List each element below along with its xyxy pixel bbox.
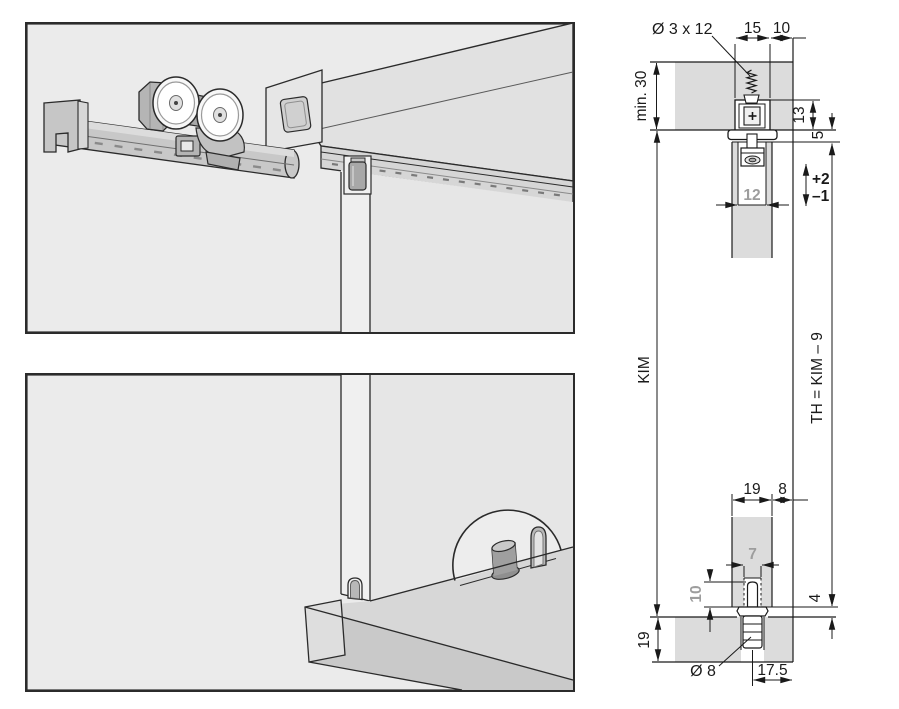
dim-offset-10: 10	[773, 20, 791, 37]
floor-section	[675, 617, 741, 662]
illustration-top-assembly	[25, 22, 575, 334]
top-assembly-drawing	[25, 22, 575, 334]
dim-door-groove-12: 12	[743, 187, 760, 204]
floor-front-face	[305, 607, 573, 690]
dim-min-panel-thickness: min. 30	[633, 70, 650, 121]
dim-inner-height-kim: KIM	[636, 356, 653, 384]
floor-top-surface	[305, 547, 573, 680]
dimension-drawing: Ø 3 x 12 15 10 min. 30 13 5 12 +2 –1 KIM…	[633, 20, 840, 686]
dim-track-inset-13: 13	[791, 106, 808, 123]
recessed-plate	[279, 96, 312, 133]
top-panel-section	[675, 62, 793, 130]
illustration-bottom-guide	[25, 373, 575, 692]
dim-bottom-groove-7: 7	[748, 546, 757, 563]
floor-guide-pin	[491, 539, 520, 580]
dim-pin-engagement-10: 10	[688, 585, 705, 602]
dim-door-height-formula: TH = KIM – 9	[809, 332, 826, 424]
roller-wheel-rear	[196, 88, 244, 142]
dim-offset-8: 8	[778, 481, 787, 498]
dim-door-thickness-19: 19	[743, 481, 760, 498]
carriage-hanger-section	[740, 133, 765, 167]
screw-leader-line	[711, 35, 751, 77]
guide-pin-section	[736, 581, 769, 649]
bottom-guide-drawing	[25, 373, 575, 692]
door-face	[370, 174, 573, 332]
dim-adjust-plus: +2	[812, 171, 830, 188]
dim-groove-width-15: 15	[744, 20, 761, 37]
pin-leader-line	[718, 636, 752, 667]
dim-pin-offset-17-5: 17.5	[757, 662, 787, 679]
roller-wheel-front	[152, 76, 200, 130]
door-edge-groove	[347, 577, 363, 601]
dim-floor-gap-4: 4	[807, 593, 824, 602]
door-edge-face	[341, 170, 370, 332]
cross-section-drawing: Ø 3 x 12 15 10 min. 30 13 5 12 +2 –1 KIM…	[620, 0, 899, 709]
dim-gap-5: 5	[810, 131, 827, 140]
groove-insert-fitting	[530, 526, 547, 569]
dim-pin-diameter: Ø 8	[690, 663, 716, 680]
door-edge-face	[341, 375, 370, 601]
door-top-section	[732, 142, 738, 205]
door-clip-fitting	[348, 161, 367, 191]
mounting-screw	[743, 69, 760, 104]
dim-adjust-minus: –1	[812, 188, 830, 205]
dim-floor-thickness-19: 19	[636, 631, 653, 648]
dim-screw-spec: Ø 3 x 12	[652, 21, 713, 38]
